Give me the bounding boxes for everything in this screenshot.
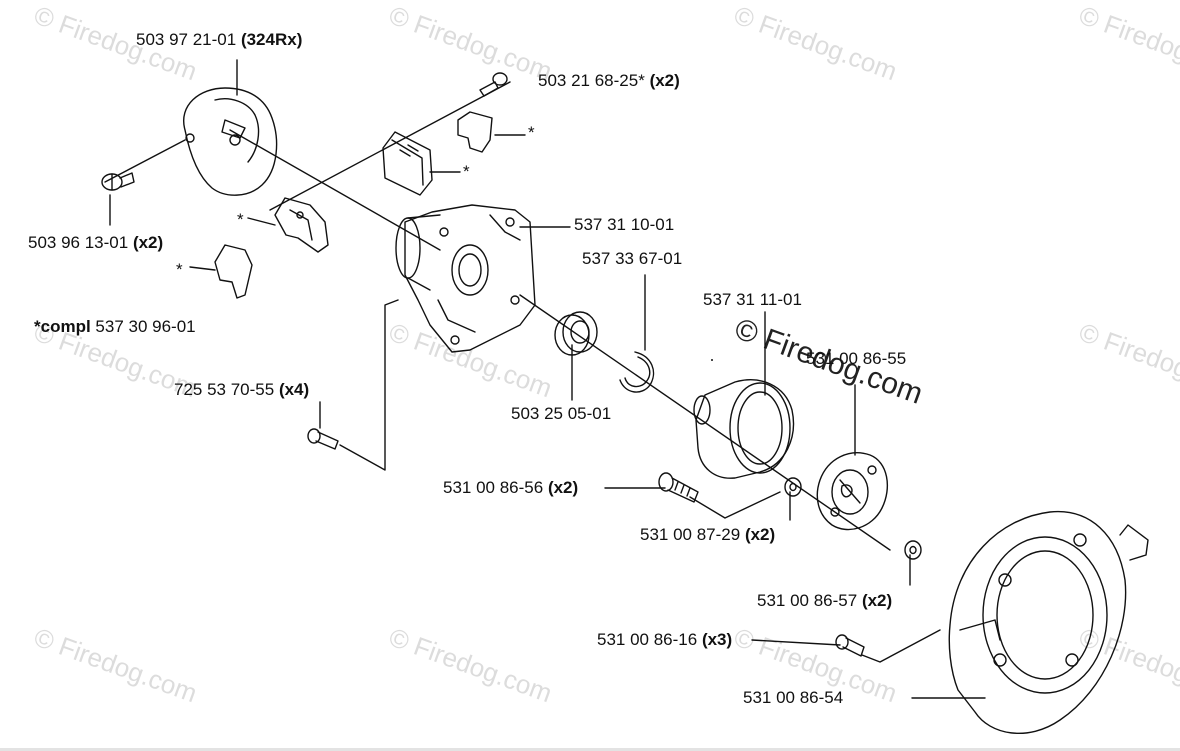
part-label: 531 00 86-16 (x3)	[597, 630, 733, 649]
compl-note: *compl 537 30 96-01	[34, 317, 196, 336]
asterisk-marker: *	[176, 260, 183, 279]
part-label: 725 53 70-55 (x4)	[174, 380, 310, 399]
part-label: 531 00 86-56 (x2)	[443, 478, 579, 497]
part-label: 537 31 11-01	[703, 290, 802, 309]
part-label: 537 31 10-01	[574, 215, 675, 234]
asterisk-marker: *	[528, 123, 535, 142]
part-label: 531 00 86-54	[743, 688, 844, 707]
part-label: 531 00 86-55	[806, 349, 907, 368]
bottom-divider	[0, 748, 1180, 751]
asterisk-marker: *	[237, 210, 244, 229]
part-label: 531 00 87-29 (x2)	[640, 525, 776, 544]
part-label: 503 21 68-25* (x2)	[538, 71, 680, 90]
part-label: 503 97 21-01 (324Rx)	[136, 30, 303, 49]
part-label: 531 00 86-57 (x2)	[757, 591, 893, 610]
part-label: 537 33 67-01	[582, 249, 683, 268]
part-label: 503 25 05-01	[511, 404, 612, 423]
asterisk-marker: *	[463, 162, 470, 181]
part-label: 503 96 13-01 (x2)	[28, 233, 164, 252]
